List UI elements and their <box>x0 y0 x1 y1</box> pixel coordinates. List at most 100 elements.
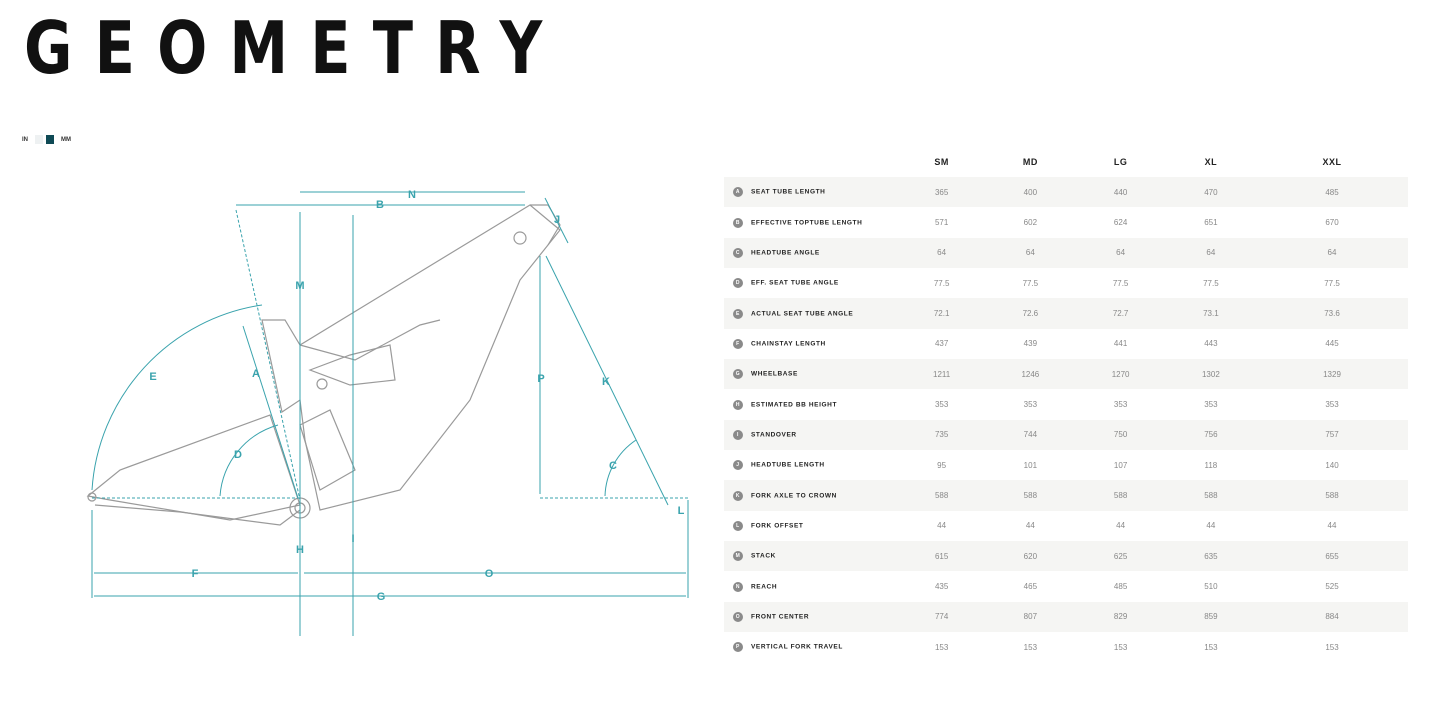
value-cell: 756 <box>1165 419 1256 451</box>
value-cell: 470 <box>1165 177 1256 208</box>
value-cell: 64 <box>1165 237 1256 269</box>
value-cell: 64 <box>1256 237 1408 269</box>
row-key-badge: N <box>733 581 743 592</box>
value-cell: 77.5 <box>1203 278 1219 288</box>
row-key-badge: L <box>733 520 743 531</box>
value-cell: 77.5 <box>933 278 950 288</box>
dim-label-a: A <box>252 368 260 380</box>
value-cell: 465 <box>1023 582 1038 592</box>
row-label: EFFECTIVE TOPTUBE LENGTH <box>751 219 863 227</box>
unit-mm-label[interactable]: MM <box>61 136 71 143</box>
row-label: FORK AXLE TO CROWN <box>751 492 837 500</box>
size-header: XXL <box>1322 156 1342 167</box>
value-cell: 77.5 <box>1112 278 1129 288</box>
row-label: SEAT TUBE LENGTH <box>751 188 826 196</box>
row-key-badge: O <box>733 611 743 622</box>
dim-label-e: E <box>149 371 156 383</box>
row-label: HEADTUBE LENGTH <box>751 461 825 469</box>
value-cell: 624 <box>1113 218 1128 228</box>
dim-label-b: B <box>376 199 384 211</box>
row-key-badge: K <box>733 490 743 501</box>
dim-label-d: D <box>234 449 242 461</box>
unit-toggle[interactable]: IN MM <box>22 135 71 144</box>
row-label: FRONT CENTER <box>751 613 810 621</box>
value-cell: 64 <box>898 237 986 269</box>
row-label: CHAINSTAY LENGTH <box>751 340 826 348</box>
unit-mm-swatch[interactable] <box>46 135 54 144</box>
value-cell: 588 <box>898 480 986 511</box>
value-cell: 1246 <box>985 359 1076 390</box>
row-label-cell: O FRONT CENTER <box>724 601 898 633</box>
dim-label-c: C <box>609 460 617 472</box>
unit-in-swatch[interactable] <box>35 135 43 144</box>
value-cell: 525 <box>1325 582 1339 592</box>
value-cell: 77.5 <box>1022 278 1039 288</box>
dim-label-g: G <box>377 591 386 603</box>
value-cell: 353 <box>1023 400 1038 410</box>
row-key-badge: E <box>733 308 743 319</box>
value-cell: 571 <box>934 218 949 228</box>
value-cell: 620 <box>985 541 1076 572</box>
value-cell: 72.7 <box>1075 298 1166 329</box>
value-cell: 95 <box>937 460 947 470</box>
value-cell: 1329 <box>1256 359 1408 390</box>
value-cell: 44 <box>1206 521 1216 531</box>
value-cell: 635 <box>1165 541 1256 572</box>
geometry-diagram: A B C D E F G H I J K L M N O P <box>86 189 690 636</box>
value-cell: 153 <box>1204 642 1218 652</box>
value-cell: 77.5 <box>1324 278 1340 288</box>
value-cell: 1270 <box>1075 359 1166 390</box>
value-cell: 602 <box>1023 218 1038 228</box>
dimension-labels: A B C D E F G H I J K L M N O P <box>149 189 684 603</box>
value-cell: 107 <box>1113 460 1128 470</box>
value-cell: 625 <box>1075 541 1166 572</box>
dim-label-h: H <box>296 544 304 556</box>
value-cell: 588 <box>1165 480 1256 511</box>
value-cell: 829 <box>1075 601 1166 633</box>
unit-in-label[interactable]: IN <box>22 136 28 143</box>
row-label-cell: K FORK AXLE TO CROWN <box>724 480 898 511</box>
row-label: WHEELBASE <box>751 370 798 378</box>
value-cell: 153 <box>1325 642 1339 652</box>
value-cell: 439 <box>1023 339 1038 349</box>
dim-label-i: I <box>351 533 354 545</box>
value-cell: 651 <box>1204 218 1218 228</box>
value-cell: 588 <box>985 480 1076 511</box>
value-cell: 750 <box>1075 419 1166 451</box>
size-header: MD <box>1022 156 1038 167</box>
row-key-badge: H <box>733 399 743 410</box>
value-cell: 1302 <box>1165 359 1256 390</box>
value-cell: 884 <box>1256 601 1408 633</box>
dim-label-j: J <box>554 214 560 226</box>
value-cell: 510 <box>1204 582 1218 592</box>
row-label: STACK <box>751 553 776 561</box>
value-cell: 153 <box>1023 642 1038 652</box>
value-cell: 44 <box>1025 521 1035 531</box>
row-key-badge: C <box>733 247 743 258</box>
value-cell: 153 <box>934 642 949 652</box>
value-cell: 72.1 <box>898 298 986 329</box>
value-cell: 353 <box>1325 400 1339 410</box>
row-label: HEADTUBE ANGLE <box>751 249 820 257</box>
value-cell: 353 <box>1113 400 1128 410</box>
row-key-badge: I <box>733 429 743 440</box>
dim-label-m: M <box>295 280 304 292</box>
row-key-badge: J <box>733 460 743 471</box>
row-key-badge: P <box>733 642 743 653</box>
value-cell: 443 <box>1204 339 1218 349</box>
value-cell: 73.6 <box>1256 298 1408 329</box>
